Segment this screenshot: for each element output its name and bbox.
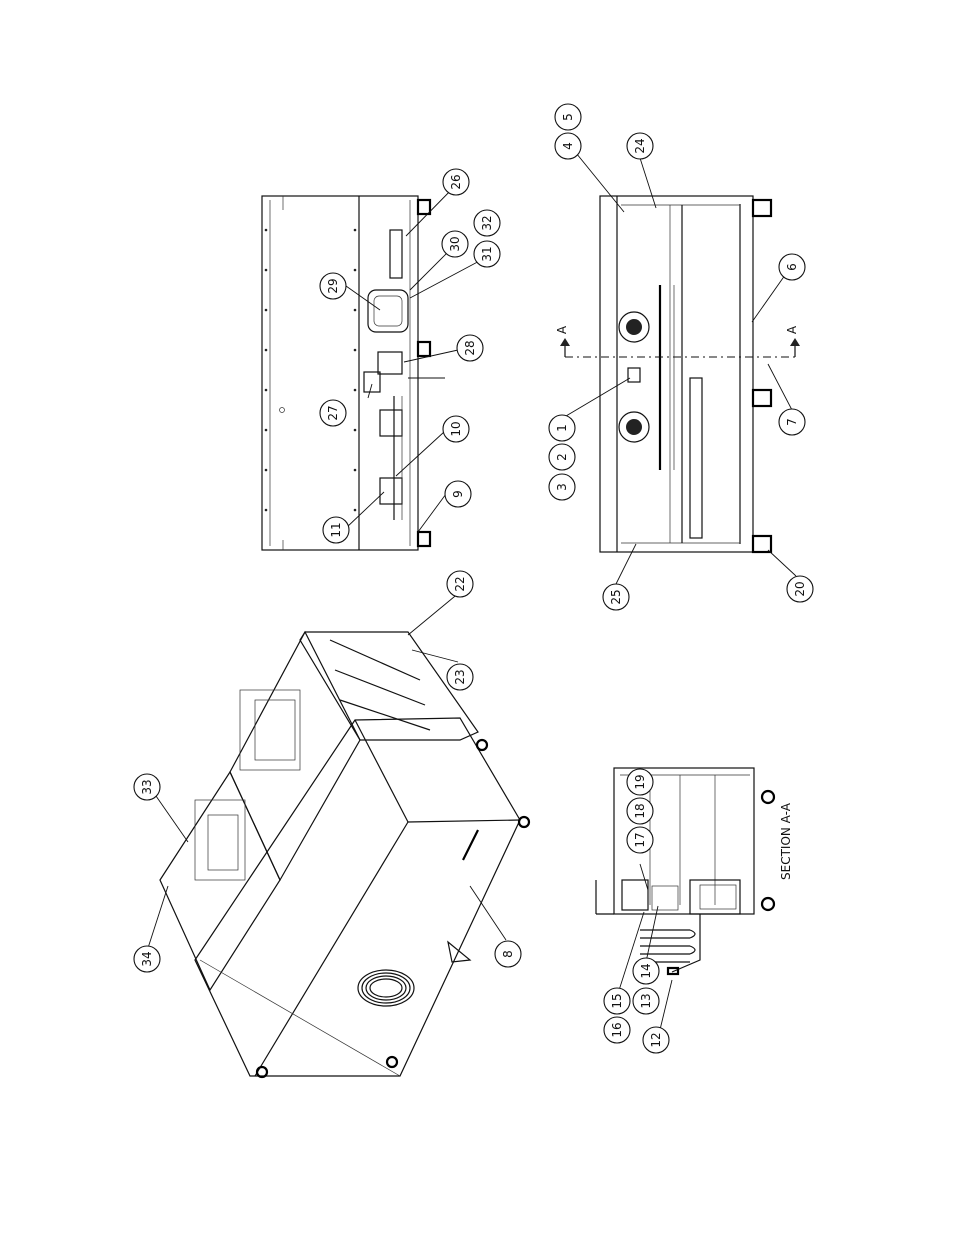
callout-15: 15 [604, 988, 630, 1014]
svg-text:15: 15 [610, 993, 624, 1008]
callout-6: 6 [779, 254, 805, 280]
svg-text:24: 24 [633, 138, 647, 153]
svg-text:1: 1 [555, 424, 569, 432]
svg-text:14: 14 [639, 963, 653, 978]
leader-lines [148, 148, 796, 1038]
top-view [262, 196, 445, 550]
isometric-view [160, 632, 529, 1077]
svg-text:12: 12 [649, 1032, 663, 1047]
callout-7: 7 [779, 409, 805, 435]
svg-text:29: 29 [326, 278, 340, 293]
svg-text:23: 23 [453, 669, 467, 684]
callout-16: 16 [604, 1017, 630, 1043]
svg-text:10: 10 [449, 421, 463, 436]
callout-24: 24 [627, 133, 653, 159]
svg-text:27: 27 [326, 405, 340, 420]
svg-text:13: 13 [639, 993, 653, 1008]
svg-text:11: 11 [329, 522, 343, 537]
svg-text:28: 28 [463, 340, 477, 355]
callout-31: 31 [474, 241, 500, 267]
section-mark-right: A [785, 325, 799, 334]
svg-text:7: 7 [785, 418, 799, 426]
svg-text:5: 5 [561, 113, 575, 121]
callout-12: 12 [643, 1027, 669, 1053]
callout-29: 29 [320, 273, 346, 299]
callout-32: 32 [474, 210, 500, 236]
callout-14: 14 [633, 958, 659, 984]
svg-text:20: 20 [793, 581, 807, 596]
callout-13: 13 [633, 988, 659, 1014]
svg-text:34: 34 [140, 951, 154, 966]
svg-text:6: 6 [785, 263, 799, 271]
callout-17: 17 [627, 827, 653, 853]
svg-text:16: 16 [610, 1022, 624, 1037]
svg-text:18: 18 [633, 803, 647, 818]
section-mark-left: A [555, 325, 569, 334]
callout-3: 3 [549, 474, 575, 500]
front-view: A A [555, 196, 800, 552]
callout-2: 2 [549, 444, 575, 470]
callout-20: 20 [787, 576, 813, 602]
section-label: SECTION A-A [779, 802, 793, 880]
svg-text:3: 3 [555, 483, 569, 491]
callout-18: 18 [627, 798, 653, 824]
callout-34: 34 [134, 946, 160, 972]
callout-9: 9 [445, 481, 471, 507]
section-view: SECTION A-A [596, 768, 793, 974]
callout-5: 5 [555, 104, 581, 130]
callout-10: 10 [443, 416, 469, 442]
callout-23: 23 [447, 664, 473, 690]
svg-text:26: 26 [449, 174, 463, 189]
svg-text:19: 19 [633, 774, 647, 789]
svg-text:9: 9 [451, 490, 465, 498]
svg-text:32: 32 [480, 215, 494, 230]
callout-27: 27 [320, 400, 346, 426]
svg-text:30: 30 [448, 236, 462, 251]
svg-text:22: 22 [453, 576, 467, 591]
callout-8: 8 [495, 941, 521, 967]
svg-text:31: 31 [480, 246, 494, 261]
callout-22: 22 [447, 571, 473, 597]
svg-text:2: 2 [555, 453, 569, 461]
callout-30: 30 [442, 231, 468, 257]
callout-33: 33 [134, 774, 160, 800]
callout-1: 1 [549, 415, 575, 441]
callout-25: 25 [603, 584, 629, 610]
svg-text:8: 8 [501, 950, 515, 958]
svg-text:25: 25 [609, 589, 623, 604]
svg-text:4: 4 [561, 142, 575, 150]
callout-26: 26 [443, 169, 469, 195]
callout-28: 28 [457, 335, 483, 361]
callout-11: 11 [323, 517, 349, 543]
svg-text:17: 17 [633, 832, 647, 847]
svg-text:33: 33 [140, 779, 154, 794]
callout-19: 19 [627, 769, 653, 795]
callout-4: 4 [555, 133, 581, 159]
